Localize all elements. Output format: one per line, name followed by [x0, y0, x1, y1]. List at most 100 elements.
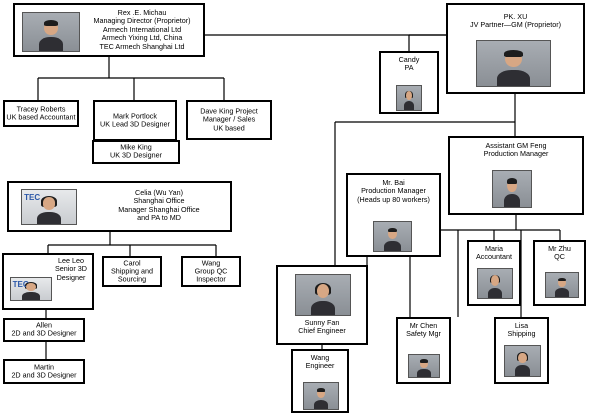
portrait-photo-lisa	[504, 345, 541, 377]
node-text-line: UK based Accountant	[6, 112, 76, 122]
node-text-line: Chief Engineer	[298, 326, 346, 336]
node-text-line: Senior 3D	[55, 264, 87, 274]
portrait-photo-bai	[373, 221, 412, 252]
node-text-line: PK. XU	[503, 12, 528, 21]
node-text-line: Lisa	[514, 321, 529, 330]
tec-logo: TEC	[12, 279, 29, 289]
node-text-line: Lee Leo	[58, 256, 84, 265]
node-text-line: Mr. Bai	[382, 178, 405, 187]
node-text-line: QC	[554, 252, 565, 262]
node-text-line: Inspector	[196, 274, 226, 284]
portrait-photo-xu	[476, 40, 551, 87]
node-text-line: Maria	[485, 244, 503, 253]
node-text-line: PA	[404, 63, 414, 73]
node-text-line: Tracey Roberts	[16, 104, 66, 114]
portrait-photo-sunny	[295, 274, 351, 316]
node-text-line: Shipping	[507, 329, 536, 339]
node-text-line: Dave King Project	[200, 106, 258, 116]
node-text-line: Carol	[123, 257, 141, 267]
node-text-line: Accountant	[476, 252, 512, 262]
node-text-line: (Heads up 80 workers)	[357, 194, 430, 204]
node-text-line: 2D and 3D Designer	[11, 329, 77, 338]
node-text-line: Wang	[201, 257, 221, 267]
portrait-photo-lee: TEC	[10, 277, 52, 301]
node-text-line: Manager Shanghai Office	[118, 204, 200, 214]
node-text-line: Production Manager	[361, 186, 426, 196]
node-text-line: UK 3D Designer	[110, 151, 162, 160]
node-text-line: Wang	[310, 353, 330, 362]
node-text-line: Shipping and	[111, 266, 153, 276]
node-text-line: TEC Armech Shanghai Ltd	[99, 41, 185, 51]
node-text-line: and PA to MD	[137, 213, 181, 223]
node-text-line: Armech Yixing Ltd, China	[101, 33, 183, 43]
node-text-line: Allen	[36, 320, 52, 330]
node-text-line: Celia (Wu Yan)	[135, 188, 183, 197]
node-text-line: Sourcing	[117, 274, 147, 284]
node-text-line: Production Manager	[483, 149, 549, 159]
portrait-photo-chen	[408, 354, 440, 378]
node-text-line: Mike King	[120, 142, 152, 152]
node-text-line: JV Partner—GM (Proprietor)	[469, 20, 562, 30]
portrait-photo-wang-eng	[303, 382, 339, 410]
node-text-line: Shanghai Office	[133, 196, 185, 206]
node-text-line: Safety Mgr	[406, 329, 441, 339]
node-text-line: Designer	[56, 272, 86, 282]
node-text-line: Rex .E. Michau	[117, 8, 167, 17]
node-text-line: Armech International Ltd	[102, 24, 182, 34]
node-text-line: Engineer	[305, 361, 335, 371]
portrait-photo-feng	[492, 170, 532, 208]
node-text-line: UK Lead 3D Designer	[100, 119, 170, 129]
node-text-line: Mr Zhu	[548, 244, 571, 253]
portrait-photo-rex	[22, 12, 80, 52]
node-text-line: UK based	[213, 123, 245, 133]
node-text-line: Managing Director (Proprietor)	[93, 16, 191, 26]
tec-logo: TEC	[24, 193, 41, 203]
portrait-photo-celia: TEC	[21, 189, 77, 225]
node-text-line: Assistant GM Feng	[485, 141, 547, 150]
node-text-line: Candy	[398, 55, 420, 64]
node-text-line: Mark Portlock	[113, 111, 157, 121]
node-text-line: Group QC	[194, 266, 228, 276]
